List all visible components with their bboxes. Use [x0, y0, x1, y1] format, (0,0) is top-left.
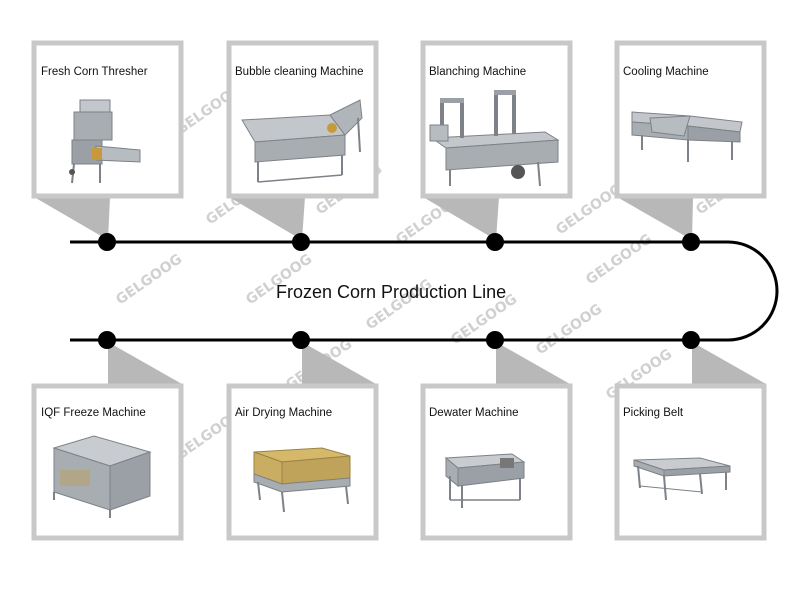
watermark-mark: GELGOOG — [533, 301, 605, 358]
step-label: Blanching Machine — [429, 66, 526, 78]
step-card-bubble-cleaning-machine: Bubble cleaning Machine — [226, 40, 379, 199]
flow-node — [292, 331, 310, 349]
diagram-title: Frozen Corn Production Line — [276, 282, 506, 302]
step-card-blanching-machine: Blanching Machine — [420, 40, 573, 199]
iqf-freezer-icon — [52, 435, 152, 518]
flow-node — [486, 331, 504, 349]
picking-conveyor-icon — [633, 457, 731, 501]
blanching-machine-icon — [429, 90, 560, 187]
flow-nodes — [98, 233, 700, 349]
flow-node — [682, 233, 700, 251]
step-card-cooling-machine: Cooling Machine — [614, 40, 767, 199]
callout-wedge — [302, 342, 376, 384]
cooling-machine-icon — [631, 111, 743, 162]
step-label: Bubble cleaning Machine — [235, 66, 364, 78]
flow-node — [486, 233, 504, 251]
step-label: Picking Belt — [623, 407, 684, 419]
step-card-picking-belt: Picking Belt — [614, 383, 767, 541]
step-label: Fresh Corn Thresher — [41, 66, 148, 78]
step-card-fresh-corn-thresher: Fresh Corn Thresher — [31, 40, 184, 199]
air-dryer-icon — [253, 447, 351, 513]
callout-wedge — [692, 342, 766, 384]
watermark-mark: GELGOOG — [113, 251, 185, 308]
flow-node — [98, 331, 116, 349]
callout-wedge — [229, 197, 305, 240]
step-label: Dewater Machine — [429, 407, 518, 419]
step-card-iqf-freeze-machine: IQF Freeze Machine — [31, 383, 184, 541]
callout-wedge — [496, 342, 570, 384]
corn-thresher-icon — [69, 99, 141, 184]
flow-node — [292, 233, 310, 251]
dewatering-screen-icon — [444, 453, 526, 508]
callout-wedges — [34, 197, 766, 384]
callout-wedge — [108, 342, 182, 384]
bubble-washer-icon — [241, 99, 363, 183]
flow-node — [98, 233, 116, 251]
step-card-dewater-machine: Dewater Machine — [420, 383, 573, 541]
callout-wedge — [34, 197, 110, 240]
step-label: Cooling Machine — [623, 66, 709, 78]
watermark-mark: GELGOOG — [583, 231, 655, 288]
flow-line — [70, 240, 779, 342]
step-card-air-drying-machine: Air Drying Machine — [226, 383, 379, 541]
step-label: IQF Freeze Machine — [41, 407, 146, 419]
callout-wedge — [423, 197, 499, 240]
callout-wedge — [617, 197, 693, 240]
step-label: Air Drying Machine — [235, 407, 332, 419]
flow-node — [682, 331, 700, 349]
